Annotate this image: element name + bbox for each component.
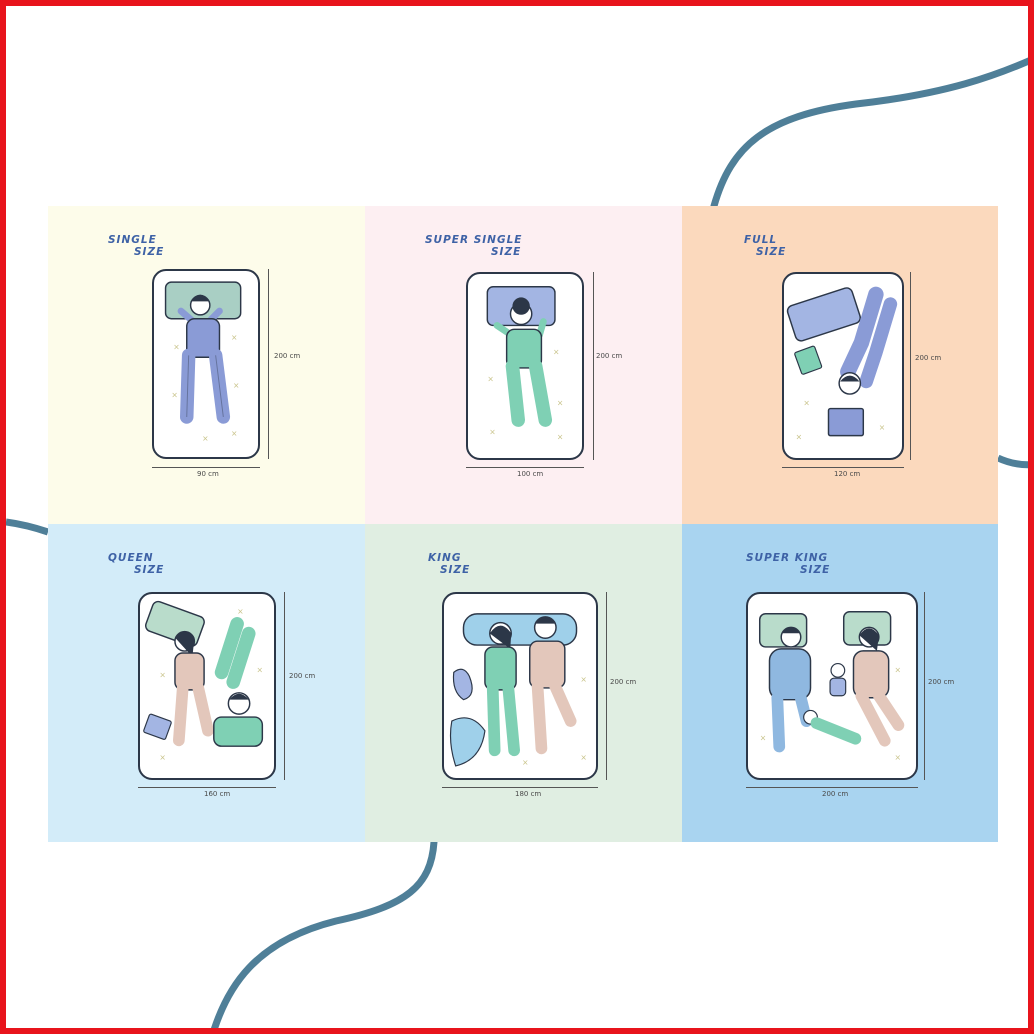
- decorative-wave-lines: [6, 57, 1028, 1028]
- height-label: 200 cm: [274, 352, 301, 360]
- title-line-1: KING: [428, 552, 462, 564]
- svg-text:×: ×: [173, 343, 179, 352]
- height-label: 200 cm: [289, 672, 316, 680]
- svg-text:×: ×: [553, 347, 559, 356]
- width-label: 160 cm: [204, 790, 231, 798]
- couple-with-cat-illustration: × × ×: [449, 613, 587, 767]
- width-dimension-line: [138, 787, 276, 788]
- height-dimension-line: [593, 272, 594, 460]
- width-dimension-line: [782, 467, 904, 468]
- svg-text:×: ×: [580, 753, 587, 762]
- title-line-2: SIZE: [134, 564, 165, 576]
- bed-super-single-illustration: × × × × ×: [466, 272, 584, 460]
- title-line-1: SUPER KING: [746, 552, 829, 564]
- svg-text:×: ×: [231, 429, 237, 438]
- svg-text:×: ×: [895, 665, 902, 674]
- height-label: 200 cm: [596, 352, 623, 360]
- bed-full-illustration: × × ×: [782, 272, 904, 460]
- sleeping-person-illustration: × × × × ×: [486, 286, 563, 441]
- height-dimension-line: [910, 272, 911, 460]
- svg-text:×: ×: [895, 753, 902, 762]
- two-sleepers-illustration: × × × ×: [143, 600, 264, 762]
- height-dimension-line: [606, 592, 607, 780]
- svg-text:×: ×: [557, 399, 563, 408]
- svg-text:×: ×: [580, 675, 587, 684]
- svg-text:×: ×: [796, 433, 802, 442]
- height-label: 200 cm: [915, 354, 942, 362]
- width-dimension-line: [746, 787, 918, 788]
- title-line-1: QUEEN: [108, 552, 154, 564]
- width-label: 200 cm: [822, 790, 849, 798]
- height-label: 200 cm: [610, 678, 637, 686]
- height-dimension-line: [924, 592, 925, 780]
- svg-text:×: ×: [231, 333, 237, 342]
- width-label: 90 cm: [197, 470, 219, 478]
- title-line-1: SUPER SINGLE: [425, 234, 523, 246]
- svg-text:×: ×: [237, 607, 244, 616]
- height-dimension-line: [268, 269, 269, 459]
- width-label: 120 cm: [834, 470, 861, 478]
- svg-text:×: ×: [557, 432, 563, 441]
- title-line-2: SIZE: [491, 246, 522, 258]
- width-dimension-line: [466, 467, 584, 468]
- svg-text:×: ×: [233, 381, 239, 390]
- bed-queen-illustration: × × × ×: [138, 592, 276, 780]
- width-dimension-line: [152, 467, 260, 468]
- bed-super-king-illustration: × × ×: [746, 592, 918, 780]
- svg-text:×: ×: [487, 374, 493, 383]
- bed-king-illustration: × × ×: [442, 592, 598, 780]
- bed-single-illustration: × × × × × ×: [152, 269, 260, 459]
- title-line-1: FULL: [744, 234, 778, 246]
- title-line-2: SIZE: [756, 246, 787, 258]
- svg-text:×: ×: [171, 391, 177, 400]
- height-label: 200 cm: [928, 678, 955, 686]
- svg-text:×: ×: [257, 665, 264, 674]
- width-label: 100 cm: [517, 470, 544, 478]
- svg-text:×: ×: [489, 428, 495, 437]
- width-dimension-line: [442, 787, 598, 788]
- title-line-2: SIZE: [134, 246, 165, 258]
- family-illustration: × × ×: [758, 611, 905, 762]
- width-label: 180 cm: [515, 790, 542, 798]
- title-line-2: SIZE: [440, 564, 471, 576]
- svg-text:×: ×: [879, 423, 885, 432]
- sleeping-person-illustration: × × × × × ×: [164, 281, 242, 443]
- person-with-laptop-illustration: × × ×: [786, 286, 898, 442]
- svg-text:×: ×: [803, 399, 809, 408]
- svg-text:×: ×: [760, 734, 767, 743]
- svg-text:×: ×: [202, 434, 208, 443]
- svg-text:×: ×: [159, 753, 166, 762]
- height-dimension-line: [284, 592, 285, 780]
- title-line-1: SINGLE: [108, 234, 157, 246]
- title-line-2: SIZE: [800, 564, 831, 576]
- svg-text:×: ×: [522, 758, 529, 767]
- svg-text:×: ×: [159, 670, 166, 679]
